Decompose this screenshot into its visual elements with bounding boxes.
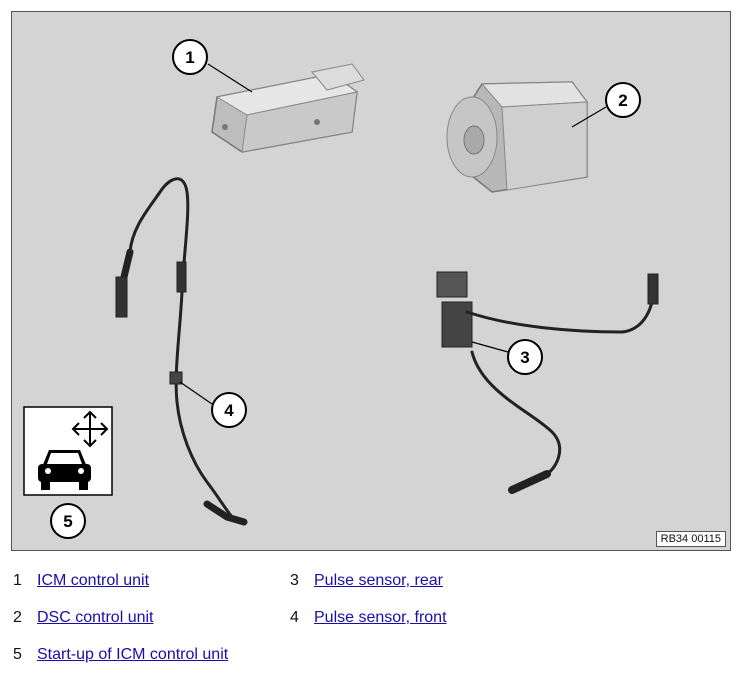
legend-link-startup-icm[interactable]: Start-up of ICM control unit <box>37 646 229 663</box>
callout-2: 2 <box>571 82 641 128</box>
legend-number: 2 <box>13 609 22 626</box>
legend-link-pulse-sensor-rear[interactable]: Pulse sensor, rear <box>314 572 443 589</box>
callout-1: 1 <box>172 39 253 93</box>
legend-item-5: 5 Start-up of ICM control unit <box>13 646 228 664</box>
callout-3-label: 3 <box>520 348 529 367</box>
legend-link-dsc-control-unit[interactable]: DSC control unit <box>37 609 154 626</box>
callout-4: 4 <box>179 381 247 428</box>
callout-2-label: 2 <box>618 91 627 110</box>
callout-3: 3 <box>471 339 543 375</box>
legend-link-pulse-sensor-front[interactable]: Pulse sensor, front <box>314 609 447 626</box>
legend-number: 5 <box>13 646 22 663</box>
legend-item-2: 2 DSC control unit <box>13 609 154 627</box>
move-arrows-icon <box>71 410 109 448</box>
pulse-sensor-rear-illustration <box>436 271 659 494</box>
legend-number: 1 <box>13 572 22 589</box>
legend-link-icm-control-unit[interactable]: ICM control unit <box>37 572 150 589</box>
dsc-control-unit-illustration <box>446 81 588 193</box>
legend-number: 3 <box>290 572 299 589</box>
legend-item-4: 4 Pulse sensor, front <box>290 609 447 627</box>
reference-code: RB34 00115 <box>655 531 726 547</box>
car-icon <box>38 450 91 490</box>
pulse-sensor-front-illustration <box>115 177 248 526</box>
legend-number: 4 <box>290 609 299 626</box>
diagram-svg: 1 2 3 4 <box>23 39 659 539</box>
callout-5-label: 5 <box>63 512 72 531</box>
parts-diagram: 1 2 3 4 <box>11 11 731 551</box>
callout-1-label: 1 <box>185 48 194 67</box>
startup-icon-box <box>23 406 113 496</box>
callout-5: 5 <box>50 503 86 539</box>
legend-item-3: 3 Pulse sensor, rear <box>290 572 443 590</box>
icm-control-unit-illustration <box>211 63 365 153</box>
callout-4-label: 4 <box>224 401 234 420</box>
legend-item-1: 1 ICM control unit <box>13 572 149 590</box>
